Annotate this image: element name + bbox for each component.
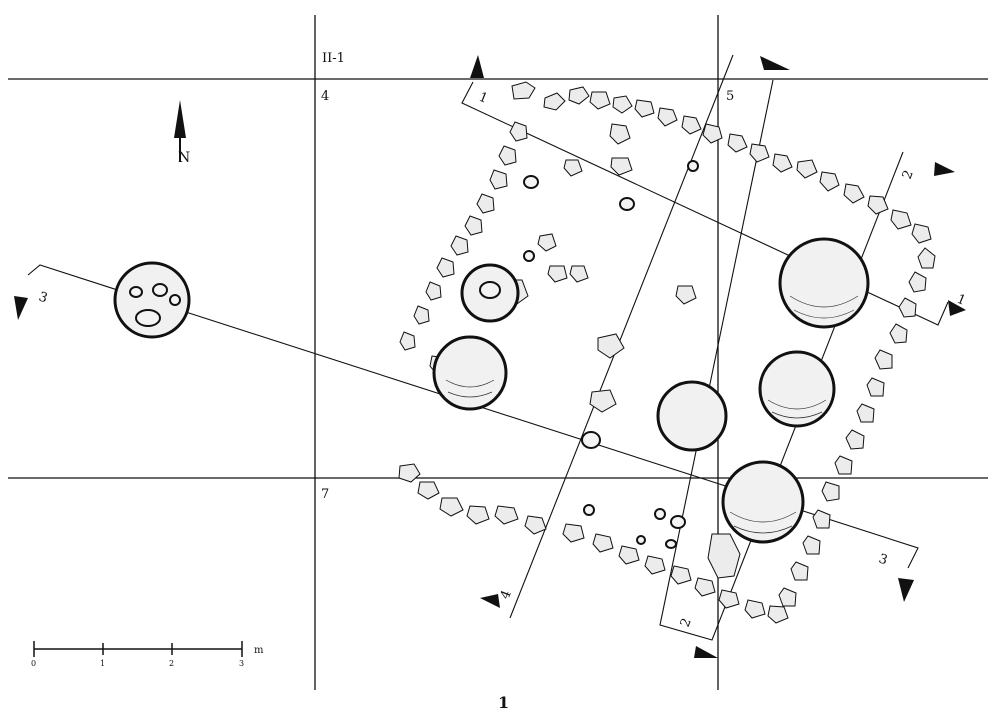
section-arrow-2-top: [760, 56, 790, 70]
square-label-7: 7: [321, 487, 329, 502]
section-mark-1-right: 1: [955, 292, 968, 309]
figure-number: 1: [498, 693, 509, 711]
section-mark-2-bottom: 2: [678, 616, 695, 629]
section-arrow-1-right: [948, 300, 966, 316]
scale-label-0: 0: [31, 659, 36, 668]
posthole: [670, 515, 686, 529]
sector-label: II-1: [322, 51, 345, 66]
north-label: N: [178, 150, 190, 166]
section-mark-2-right: 2: [900, 168, 917, 181]
section-arrow-1-top: [470, 55, 484, 78]
pit-west-lower: [432, 335, 508, 411]
posthole: [636, 535, 646, 545]
north-arrow-head: [174, 100, 186, 138]
section-mark-3-left: 3: [37, 290, 50, 307]
posthole: [619, 197, 635, 211]
scale-label-2: 2: [169, 659, 174, 668]
pit-east-lower: [721, 460, 805, 544]
section-mark-4-bottom: 4: [498, 588, 515, 601]
pit-west-upper: [460, 263, 520, 323]
section-arrow-4-bottom: [480, 594, 500, 608]
stone-wall-south: [398, 463, 789, 624]
pit-east-middle: [758, 350, 836, 428]
posthole: [523, 250, 535, 262]
section-line-1: [461, 81, 949, 326]
scale-label-1: 1: [100, 659, 105, 668]
square-label-5: 5: [726, 89, 734, 104]
pit-east-upper: [778, 237, 870, 329]
stone-wall-north: [511, 81, 932, 244]
scale-unit: m: [254, 645, 264, 656]
section-line-4: [509, 54, 734, 619]
posthole: [654, 508, 666, 520]
posthole: [581, 431, 601, 449]
posthole: [665, 539, 677, 549]
scale-label-3: 3: [239, 659, 244, 668]
section-arrow-2-bottom: [694, 646, 718, 658]
scale-bar: 0 1 2 3 m: [31, 641, 264, 668]
section-mark-1-top: 1: [477, 90, 490, 107]
section-arrows: [14, 55, 966, 658]
section-arrow-2-right: [934, 162, 955, 176]
section-arrow-3-right: [898, 578, 914, 602]
posthole: [583, 504, 595, 516]
posthole: [687, 160, 699, 172]
square-label-4: 4: [321, 89, 329, 104]
interior-stones: [429, 123, 741, 579]
section-mark-3-right: 3: [877, 552, 890, 569]
north-arrow: N: [174, 100, 190, 166]
section-arrow-3-left: [14, 296, 28, 320]
postholes: [523, 160, 699, 549]
posthole: [523, 175, 539, 189]
pit-outlier: [113, 261, 191, 339]
pit-center: [656, 380, 728, 452]
stone-wall-east: [778, 247, 936, 607]
stone-wall-west: [399, 121, 528, 351]
